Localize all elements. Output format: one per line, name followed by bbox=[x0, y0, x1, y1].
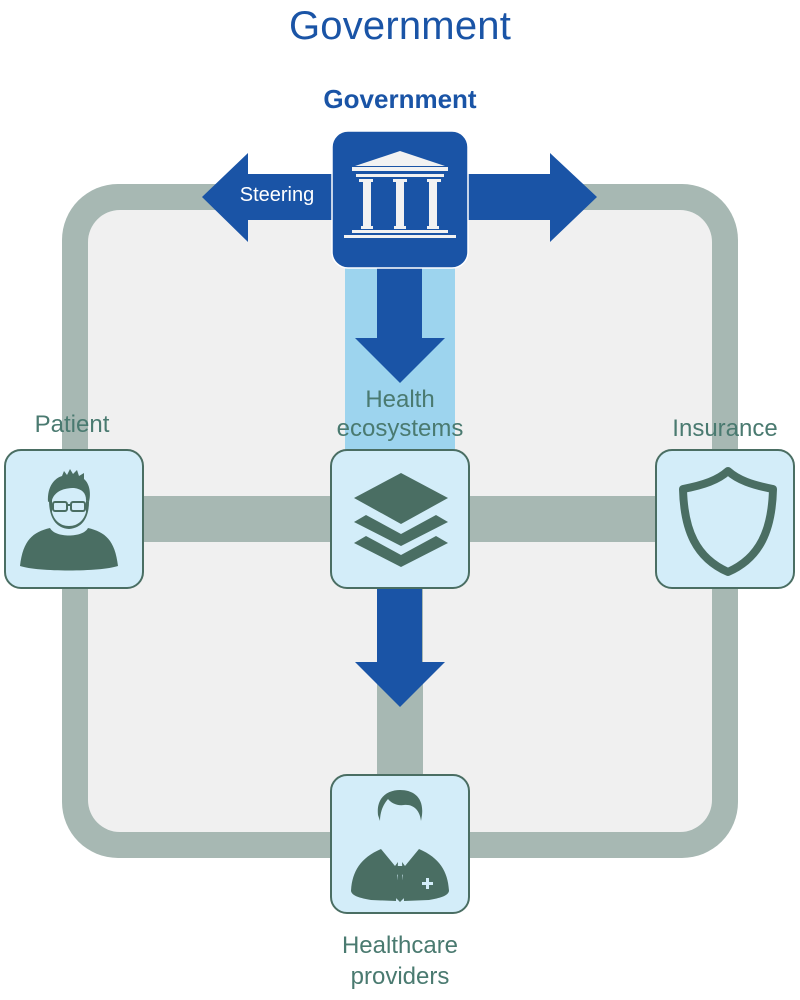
doctor-icon bbox=[351, 790, 449, 902]
government-node[interactable] bbox=[331, 130, 469, 269]
patient-person-icon bbox=[20, 469, 118, 571]
steering-arrow-left bbox=[202, 153, 340, 242]
page-title: Government bbox=[288, 4, 512, 48]
health-ecosystems-label: Health ecosystems bbox=[300, 385, 500, 443]
patient-node[interactable] bbox=[4, 449, 144, 589]
healthcare-providers-label-line-2: providers bbox=[350, 963, 450, 990]
government-building-icon bbox=[344, 151, 456, 238]
arrow-down-to-ecosystems bbox=[355, 262, 445, 383]
layers-icon bbox=[354, 473, 448, 567]
insurance-label: Insurance bbox=[672, 415, 778, 442]
health-ecosystems-label-line-2: ecosystems bbox=[336, 415, 464, 442]
insurance-node[interactable] bbox=[655, 449, 795, 589]
government-label: Government bbox=[323, 84, 477, 114]
steering-label: Steering bbox=[239, 184, 315, 206]
patient-label: Patient bbox=[34, 411, 110, 438]
healthcare-providers-label: Healthcare providers bbox=[300, 930, 500, 992]
arrow-down-to-providers bbox=[355, 588, 445, 707]
shield-icon bbox=[679, 467, 777, 576]
medical-plus-icon bbox=[422, 878, 433, 889]
health-ecosystems-node[interactable] bbox=[330, 449, 470, 589]
arrow-right bbox=[460, 153, 597, 242]
health-ecosystems-label-line-1: Health bbox=[365, 386, 435, 413]
healthcare-providers-label-line-1: Healthcare bbox=[341, 932, 459, 959]
healthcare-providers-node[interactable] bbox=[330, 774, 470, 914]
